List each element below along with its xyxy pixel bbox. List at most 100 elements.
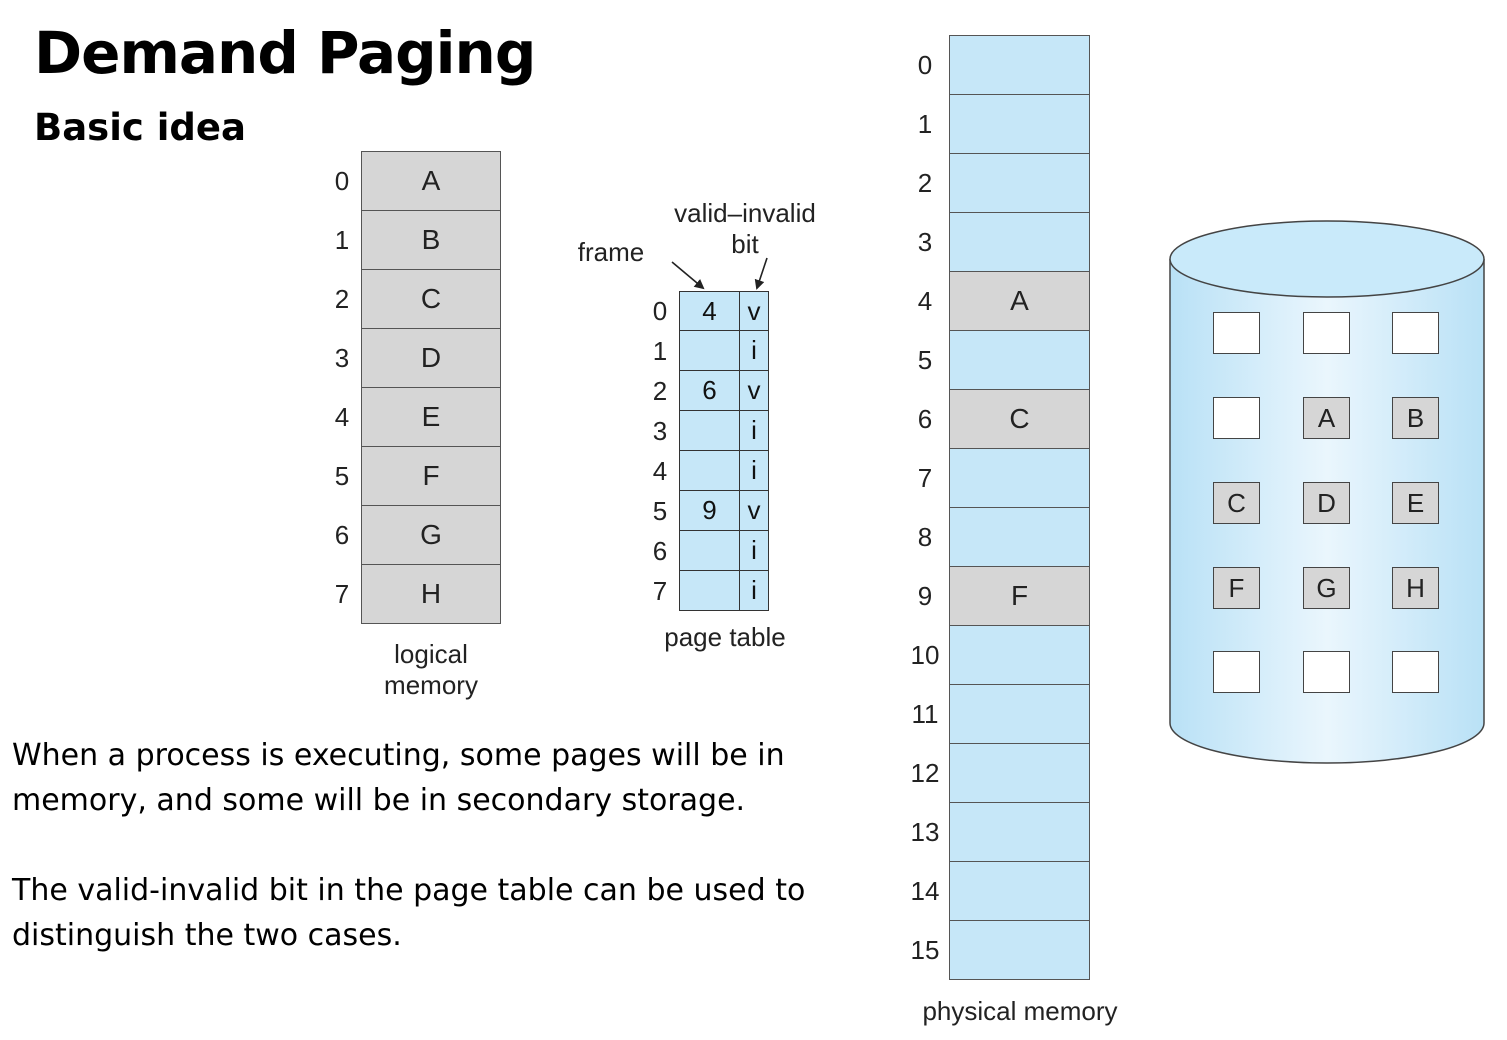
memory-frame bbox=[949, 35, 1090, 95]
frame-index: 11 bbox=[911, 699, 939, 729]
disk-page: E bbox=[1392, 482, 1439, 524]
disk-slot bbox=[1392, 651, 1439, 693]
logical-index: 2 bbox=[334, 284, 350, 314]
frame-index: 5 bbox=[917, 345, 933, 375]
frame-label: frame bbox=[577, 237, 645, 267]
logical-caption-line1: logical bbox=[394, 639, 468, 669]
frame-index: 2 bbox=[917, 168, 933, 198]
memory-frame bbox=[949, 685, 1090, 744]
disk-page: C bbox=[1213, 482, 1260, 524]
valid-bit: i bbox=[740, 411, 769, 451]
page-table-row: i bbox=[679, 571, 769, 611]
logical-page: D bbox=[361, 329, 501, 388]
memory-frame bbox=[949, 154, 1090, 213]
memory-frame bbox=[949, 508, 1090, 567]
disk-page: H bbox=[1392, 567, 1439, 609]
logical-memory: A B C D E F G H bbox=[361, 151, 501, 624]
frame-index: 15 bbox=[910, 935, 940, 965]
valid-bit: i bbox=[740, 331, 769, 371]
disk-page: B bbox=[1392, 397, 1439, 439]
memory-frame bbox=[949, 331, 1090, 390]
frame-index: 12 bbox=[910, 758, 940, 788]
valid-bit: i bbox=[740, 531, 769, 571]
disk-page: D bbox=[1303, 482, 1350, 524]
frame-number: 4 bbox=[679, 291, 740, 331]
paragraph-2: The valid-invalid bit in the page table … bbox=[12, 873, 806, 953]
frame-index: 4 bbox=[917, 286, 933, 316]
logical-memory-caption: logical memory bbox=[351, 639, 511, 701]
frame-number bbox=[679, 571, 740, 611]
logical-index: 1 bbox=[334, 225, 350, 255]
logical-page: F bbox=[361, 447, 501, 506]
frame-index: 10 bbox=[910, 640, 940, 670]
logical-page: E bbox=[361, 388, 501, 447]
frame-index: 6 bbox=[917, 404, 933, 434]
disk-slot bbox=[1392, 312, 1439, 354]
page-table-caption: page table bbox=[664, 622, 786, 652]
frame-number: 9 bbox=[679, 491, 740, 531]
page-table-index: 2 bbox=[652, 376, 668, 406]
memory-frame-occupied: F bbox=[949, 567, 1090, 626]
bit-label-line2: bit bbox=[731, 229, 759, 259]
memory-frame bbox=[949, 95, 1090, 154]
logical-page: G bbox=[361, 506, 501, 565]
page-table-row: i bbox=[679, 411, 769, 451]
page-table-row: i bbox=[679, 531, 769, 571]
bit-arrow bbox=[754, 257, 768, 290]
frame-index: 3 bbox=[917, 227, 933, 257]
memory-frame bbox=[949, 862, 1090, 921]
page-title: Demand Paging bbox=[34, 19, 536, 87]
frame-arrow bbox=[671, 261, 705, 290]
disk-page: A bbox=[1303, 397, 1350, 439]
valid-bit: i bbox=[740, 571, 769, 611]
memory-frame-occupied: C bbox=[949, 390, 1090, 449]
page-table-index: 5 bbox=[652, 496, 668, 526]
logical-page: B bbox=[361, 211, 501, 270]
page-table-index: 4 bbox=[652, 456, 668, 486]
logical-index: 4 bbox=[334, 402, 350, 432]
disk-slot bbox=[1303, 312, 1350, 354]
logical-index: 3 bbox=[334, 343, 350, 373]
frame-index: 1 bbox=[917, 109, 933, 139]
page-table-index: 6 bbox=[652, 536, 668, 566]
page-table-index: 0 bbox=[652, 296, 668, 326]
frame-index: 0 bbox=[917, 50, 933, 80]
bit-label-line1: valid–invalid bbox=[674, 198, 816, 228]
valid-bit: v bbox=[740, 371, 769, 411]
disk-slot bbox=[1213, 312, 1260, 354]
frame-index: 14 bbox=[910, 876, 940, 906]
valid-bit: i bbox=[740, 451, 769, 491]
frame-number bbox=[679, 451, 740, 491]
logical-page: A bbox=[361, 151, 501, 211]
disk-slot bbox=[1213, 397, 1260, 439]
physical-memory: A C F bbox=[949, 35, 1090, 980]
frame-number bbox=[679, 331, 740, 371]
frame-number bbox=[679, 531, 740, 571]
logical-page: H bbox=[361, 565, 501, 624]
valid-bit: v bbox=[740, 491, 769, 531]
subtitle: Basic idea bbox=[34, 106, 246, 149]
frame-index: 8 bbox=[917, 522, 933, 552]
disk-slot bbox=[1213, 651, 1260, 693]
physical-memory-caption: physical memory bbox=[922, 996, 1118, 1026]
valid-invalid-label: valid–invalid bit bbox=[650, 198, 840, 260]
secondary-storage-disk: A B C D E F G H bbox=[1168, 217, 1486, 765]
logical-caption-line2: memory bbox=[384, 670, 478, 700]
frame-number bbox=[679, 411, 740, 451]
logical-index: 6 bbox=[334, 520, 350, 550]
disk-page: F bbox=[1213, 567, 1260, 609]
page-table-index: 3 bbox=[652, 416, 668, 446]
logical-page: C bbox=[361, 270, 501, 329]
paragraph-1: When a process is executing, some pages … bbox=[12, 738, 785, 818]
frame-index: 13 bbox=[910, 817, 940, 847]
logical-index: 0 bbox=[334, 166, 350, 196]
memory-frame bbox=[949, 626, 1090, 685]
page-table-row: i bbox=[679, 451, 769, 491]
logical-index: 5 bbox=[334, 461, 350, 491]
memory-frame bbox=[949, 803, 1090, 862]
frame-index: 9 bbox=[917, 581, 933, 611]
